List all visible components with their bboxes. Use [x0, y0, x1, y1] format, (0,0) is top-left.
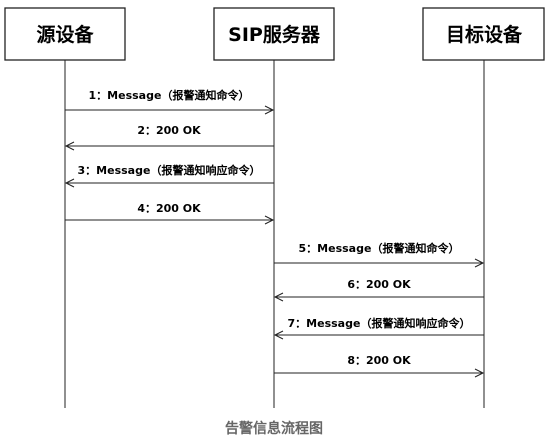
participant-sip-server: SIP服务器 — [213, 7, 335, 61]
participant-target-device: 目标设备 — [422, 7, 545, 61]
message-label: 1：Message（报警通知命令） — [89, 88, 250, 102]
message-label: 7：Message（报警通知响应命令） — [288, 316, 471, 330]
arrowhead-left-icon — [64, 141, 75, 151]
message-label: 4：200 OK — [137, 202, 201, 215]
participant-box — [422, 7, 545, 61]
participant-box — [4, 7, 126, 61]
participant-label: SIP服务器 — [228, 23, 321, 46]
participant-box — [213, 7, 335, 61]
participant-label: 源设备 — [36, 23, 94, 46]
message-4: 4：200 OK — [65, 202, 275, 225]
message-label: 6：200 OK — [347, 278, 411, 291]
message-6: 6：200 OK — [273, 278, 484, 302]
message-3: 3：Message（报警通知响应命令） — [64, 163, 274, 188]
message-1: 1：Message（报警通知命令） — [65, 88, 275, 115]
participant-source-device: 源设备 — [4, 7, 126, 61]
arrowhead-right-icon — [474, 368, 485, 378]
message-2: 2：200 OK — [64, 124, 274, 151]
figure-caption: 告警信息流程图 — [225, 420, 323, 437]
arrowhead-left-icon — [64, 178, 75, 188]
message-label: 3：Message（报警通知响应命令） — [78, 163, 261, 177]
participant-label: 目标设备 — [446, 23, 523, 46]
message-8: 8：200 OK — [274, 354, 485, 378]
message-label: 8：200 OK — [347, 354, 411, 367]
message-label: 2：200 OK — [137, 124, 201, 137]
arrowhead-left-icon — [273, 330, 284, 340]
arrowhead-left-icon — [273, 292, 284, 302]
message-5: 5：Message（报警通知命令） — [274, 241, 485, 268]
arrowhead-right-icon — [264, 105, 275, 115]
message-label: 5：Message（报警通知命令） — [299, 241, 460, 255]
message-7: 7：Message（报警通知响应命令） — [273, 316, 484, 340]
arrowhead-right-icon — [474, 258, 485, 268]
arrowhead-right-icon — [264, 215, 275, 225]
